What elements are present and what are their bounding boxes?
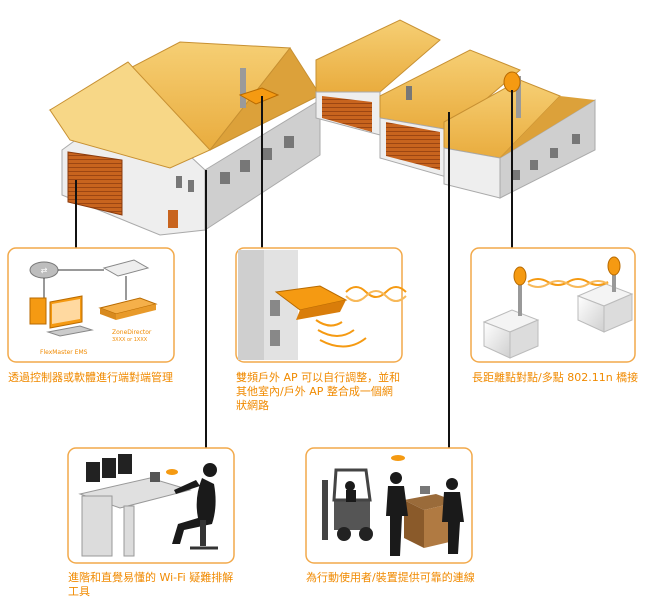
caption-mobile: 為行動使用者/裝置提供可靠的連線 (306, 571, 475, 584)
troubleshooting-panel (67, 447, 235, 564)
caption-bridging: 長距離點對點/多點 802.11n 橋接 (472, 371, 639, 384)
zonedirector-models-label: 3XXX or 1XXX (112, 337, 148, 343)
caption-dual-band: 雙頻戶外 AP 可以自行調整，並和其他室內/戶外 AP 整合成一個網狀網路 (236, 371, 401, 412)
management-panel: ⇄ FlexMaster EMS ZoneDirector 3XXX or 1X… (7, 247, 175, 363)
left-warehouse (48, 41, 321, 236)
mobile-users-panel (305, 447, 473, 564)
svg-text:⇄: ⇄ (41, 266, 48, 275)
caption-management: 透過控制器或軟體進行端對端管理 (8, 371, 173, 384)
right-warehouses (315, 19, 596, 199)
dual-band-ap-panel (235, 247, 407, 363)
zonedirector-label: ZoneDirector (112, 329, 152, 336)
bridging-panel (470, 247, 636, 363)
flexmaster-label: FlexMaster EMS (40, 349, 88, 356)
caption-troubleshooting: 進階和直覺易懂的 Wi-Fi 疑難排解工具 (68, 571, 234, 598)
